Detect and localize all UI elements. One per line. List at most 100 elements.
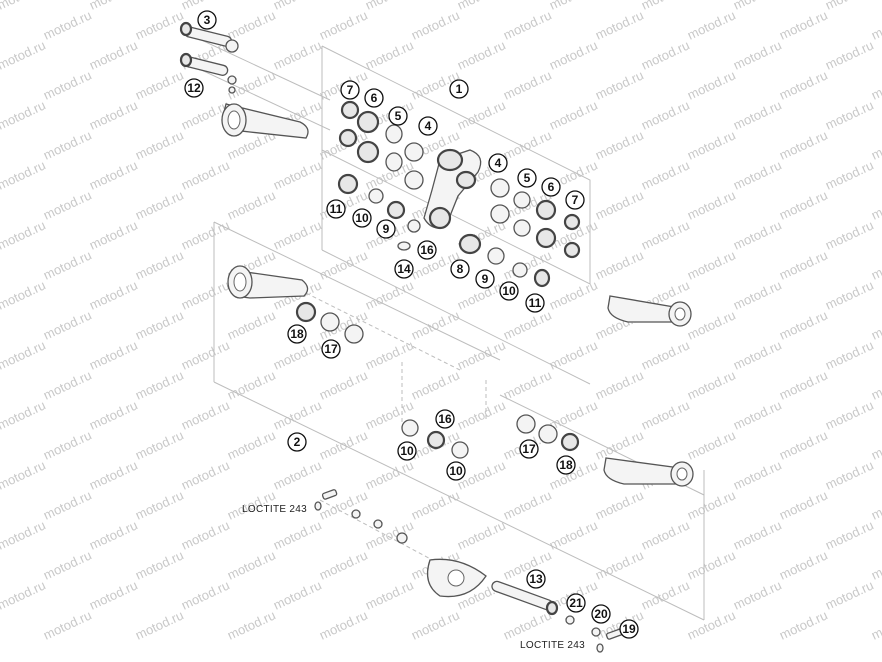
svg-text:21: 21 [569,596,583,610]
watermark-text: motod.ru [179,277,232,312]
watermark-text: motod.ru [41,367,94,402]
watermark-text: motod.ru [593,487,646,522]
watermark-text: motod.ru [501,487,554,522]
watermark-text: motod.ru [501,367,554,402]
callout-6b: 6 [541,177,561,197]
watermark-text: motod.ru [685,7,738,42]
watermark-text: motod.ru [0,37,48,72]
watermark-text: motod.ru [501,7,554,42]
callout-17b: 17 [519,439,539,459]
watermark-text: motod.ru [409,487,462,522]
callout-5a: 5 [388,106,408,126]
watermark-text: motod.ru [731,517,784,552]
watermark-text: motod.ru [777,67,830,102]
watermark-text: motod.ru [0,0,48,13]
svg-text:5: 5 [524,171,531,185]
watermark-text: motod.ru [731,217,784,252]
svg-text:10: 10 [355,211,369,225]
watermark-text: motod.ru [87,337,140,372]
svg-text:13: 13 [529,572,543,586]
watermark-text: motod.ru [869,187,882,222]
callout-10c: 10 [397,441,417,461]
callout-18b: 18 [556,455,576,475]
watermark-text: motod.ru [869,607,882,642]
watermark-text: motod.ru [271,0,324,13]
watermark-text: motod.ru [41,307,94,342]
svg-text:8: 8 [457,262,464,276]
svg-text:1: 1 [456,82,463,96]
watermark-text: motod.ru [409,607,462,642]
watermark-text: motod.ru [685,307,738,342]
watermark-text: motod.ru [87,397,140,432]
watermark-text: motod.ru [0,517,48,552]
loctite-note-lower: LOCTITE 243 [520,640,585,651]
watermark-text: motod.ru [823,37,876,72]
watermark-text: motod.ru [501,67,554,102]
svg-text:7: 7 [347,83,354,97]
watermark-text: motod.ru [685,367,738,402]
watermark-text: motod.ru [639,577,692,612]
watermark-text: motod.ru [87,577,140,612]
watermark-text: motod.ru [225,607,278,642]
watermark-text: motod.ru [133,487,186,522]
watermark-text: motod.ru [593,7,646,42]
svg-text:10: 10 [400,444,414,458]
watermark-text: motod.ru [87,457,140,492]
watermark-text: motod.ru [639,97,692,132]
watermark-text: motod.ru [133,547,186,582]
watermark-text: motod.ru [501,607,554,642]
watermark-text: motod.ru [731,0,784,13]
watermark-text: motod.ru [87,157,140,192]
callout-10d: 10 [446,461,466,481]
watermark-text: motod.ru [317,547,370,582]
svg-text:9: 9 [383,222,390,236]
svg-text:9: 9 [482,272,489,286]
watermark-text: motod.ru [869,547,882,582]
callout-1: 1 [449,79,469,99]
watermark-text: motod.ru [41,67,94,102]
watermark-text: motod.ru [685,427,738,462]
watermark-text: motod.ru [777,367,830,402]
watermark-text: motod.ru [87,277,140,312]
svg-text:12: 12 [187,81,201,95]
watermark-text: motod.ru [685,187,738,222]
watermark-text: motod.ru [179,457,232,492]
watermark-text: motod.ru [41,7,94,42]
watermark-text: motod.ru [0,577,48,612]
watermark-text: motod.ru [363,517,416,552]
callout-19: 19 [619,619,639,639]
watermark-text: motod.ru [317,367,370,402]
watermark-text: motod.ru [685,607,738,642]
watermark-text: motod.ru [777,427,830,462]
svg-text:14: 14 [397,262,411,276]
watermark-text: motod.ru [455,397,508,432]
callout-11b: 11 [525,293,545,313]
watermark-text: motod.ru [455,37,508,72]
pin-upper [179,21,239,53]
watermark-text: motod.ru [133,607,186,642]
callout-14: 14 [394,259,414,279]
bolt-upper [314,489,408,544]
watermark-text: motod.ru [41,487,94,522]
watermark-text: motod.ru [639,157,692,192]
watermark-text: motod.ru [455,337,508,372]
watermark-text: motod.ru [363,37,416,72]
watermark-text: motod.ru [133,307,186,342]
watermark-text: motod.ru [731,97,784,132]
rocker-arm-upper-left [221,103,309,139]
svg-text:2: 2 [294,435,301,449]
pin-lower-right [491,580,624,653]
watermark-text: motod.ru [179,517,232,552]
watermark-text: motod.ru [133,7,186,42]
loctite-notes: LOCTITE 243 LOCTITE 243 [242,504,585,651]
watermark-text: motod.ru [777,127,830,162]
watermark-text: motod.ru [41,427,94,462]
callout-17a: 17 [321,339,341,359]
watermark-text: motod.ru [639,517,692,552]
watermark-text: motod.ru [271,517,324,552]
watermark-text: motod.ru [823,457,876,492]
callout-9a: 9 [376,219,396,239]
watermark-text: motod.ru [593,547,646,582]
watermark-text: motod.ru [639,217,692,252]
watermark-text: motod.ru [0,157,48,192]
